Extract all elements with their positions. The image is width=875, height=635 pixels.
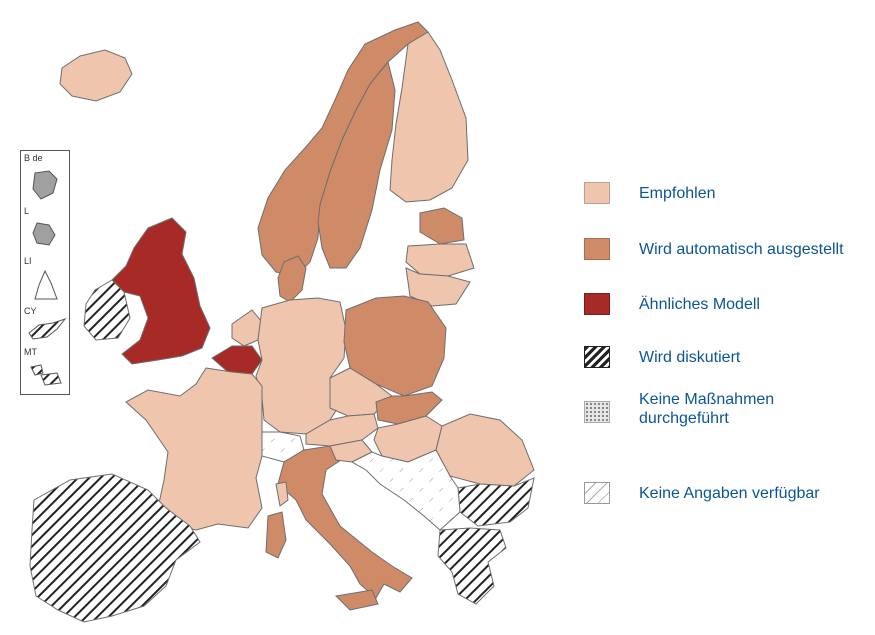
country-sardinia (265, 511, 287, 559)
country-bulgaria (457, 477, 535, 527)
legend-label-automatisch: Wird automatisch ausgestellt (639, 241, 844, 258)
country-sicily (334, 589, 379, 611)
country-sweden (317, 60, 396, 269)
legend-item-aehnlich: Ähnliches Modell (584, 293, 869, 333)
inset-shape-belgium-de (32, 170, 58, 200)
legend-swatch-keine-angaben (584, 482, 610, 504)
legend-swatch-keine-massnahmen (584, 401, 610, 423)
country-denmark (277, 255, 307, 303)
country-iceland (59, 49, 133, 102)
legend-item-diskutiert: Wird diskutiert (584, 346, 869, 386)
legend-item-automatisch: Wird automatisch ausgestellt (584, 238, 869, 278)
inset-shape-liechtenstein (34, 269, 58, 300)
legend-label-keine-massnahmen: Keine Maßnahmen durchgeführt (639, 391, 775, 427)
country-netherlands (231, 309, 263, 347)
legend-swatch-automatisch (584, 238, 610, 260)
inset-box: B de L LI CY MT (20, 150, 70, 395)
country-latvia (405, 243, 475, 277)
inset-label-belgium-de: B de (24, 153, 43, 163)
country-ireland (83, 279, 131, 341)
country-estonia (419, 207, 465, 245)
map-legend: Empfohlen Wird automatisch ausgestellt Ä… (584, 0, 869, 635)
country-france (125, 367, 263, 531)
legend-label-diskutiert: Wird diskutiert (639, 349, 741, 366)
country-iberia (29, 473, 201, 623)
country-poland (343, 295, 447, 397)
country-finland (389, 31, 469, 203)
legend-swatch-empfohlen (584, 182, 610, 204)
inset-label-malta: MT (24, 347, 37, 357)
country-corsica (275, 481, 289, 507)
inset-shape-luxembourg (32, 222, 56, 246)
country-romania (435, 413, 535, 487)
inset-label-cyprus: CY (24, 306, 37, 316)
legend-swatch-diskutiert (584, 346, 610, 368)
inset-shape-cyprus (28, 317, 67, 340)
inset-label-luxembourg: L (24, 206, 30, 216)
legend-item-keine-massnahmen: Keine Maßnahmen durchgeführt (584, 390, 869, 436)
country-greece (437, 527, 507, 605)
inset-label-liechtenstein: LI (24, 256, 32, 266)
legend-label-keine-angaben: Keine Angaben verfügbar (639, 485, 820, 502)
legend-item-keine-angaben: Keine Angaben verfügbar (584, 482, 869, 522)
inset-shape-malta (30, 364, 62, 386)
country-united-kingdom (111, 217, 211, 365)
legend-label-empfohlen: Empfohlen (639, 185, 716, 202)
legend-item-empfohlen: Empfohlen (584, 182, 869, 222)
legend-label-aehnlich: Ähnliches Modell (639, 296, 760, 313)
country-balkans (350, 449, 461, 531)
legend-swatch-aehnlich (584, 293, 610, 315)
country-germany (255, 297, 347, 435)
country-lithuania (405, 267, 471, 307)
